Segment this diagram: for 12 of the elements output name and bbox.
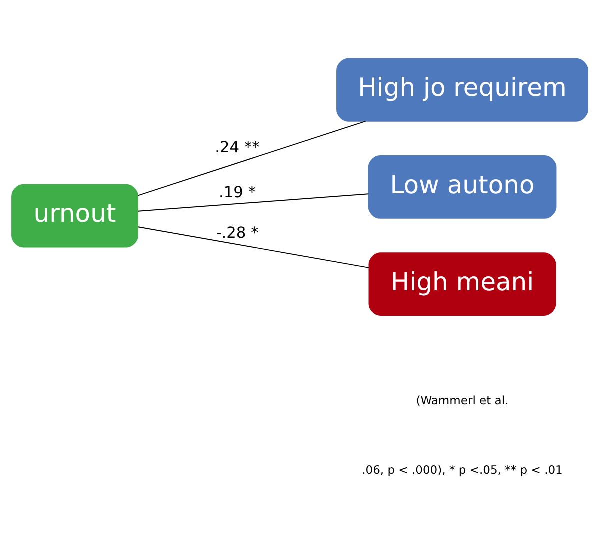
- node-box: Low autono: [368, 155, 557, 219]
- connector: [138, 194, 370, 212]
- label: .06, p < .000), * p <.05, ** p < .01: [362, 462, 563, 477]
- connector: [138, 226, 370, 268]
- node-box: urnout: [12, 184, 138, 248]
- label: (Wammerl et al.: [416, 394, 509, 408]
- node-box: High meani: [368, 252, 556, 316]
- connector: [138, 120, 366, 196]
- edge-label: -.28 *: [216, 224, 259, 242]
- edge-label: .19 *: [218, 184, 256, 202]
- node-box: High jo requirem: [336, 58, 588, 122]
- edge-label: .24 **: [215, 138, 260, 156]
